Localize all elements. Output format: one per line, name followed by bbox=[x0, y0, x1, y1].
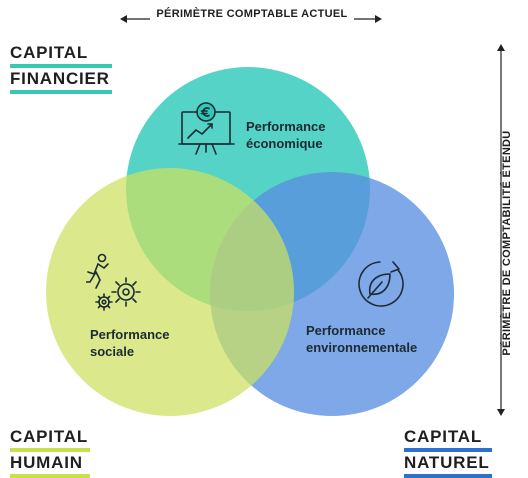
leaf-cycle-icon bbox=[358, 261, 404, 307]
performance-environnementale-label: Performance environnementale bbox=[306, 323, 418, 355]
capital-naturel: CAPITAL NATUREL bbox=[404, 426, 492, 478]
scope-right-label: PÉRIMÈTRE DE COMPTABILITÉ ÉTENDU bbox=[501, 130, 513, 356]
runner-gears-icon bbox=[86, 253, 141, 311]
performance-economique-label: Performance économique bbox=[246, 119, 326, 151]
circle-sociale bbox=[46, 168, 294, 416]
performance-sociale-label: Performance sociale bbox=[90, 327, 170, 359]
scope-top-label: PÉRIMÈTRE COMPTABLE ACTUEL bbox=[150, 7, 354, 21]
capital-humain: CAPITAL HUMAIN bbox=[10, 426, 90, 478]
capital-financier: CAPITAL FINANCIER bbox=[10, 42, 112, 94]
right-scope-arrow-icon bbox=[497, 44, 505, 416]
monitor-euro-chart-icon bbox=[178, 102, 235, 155]
